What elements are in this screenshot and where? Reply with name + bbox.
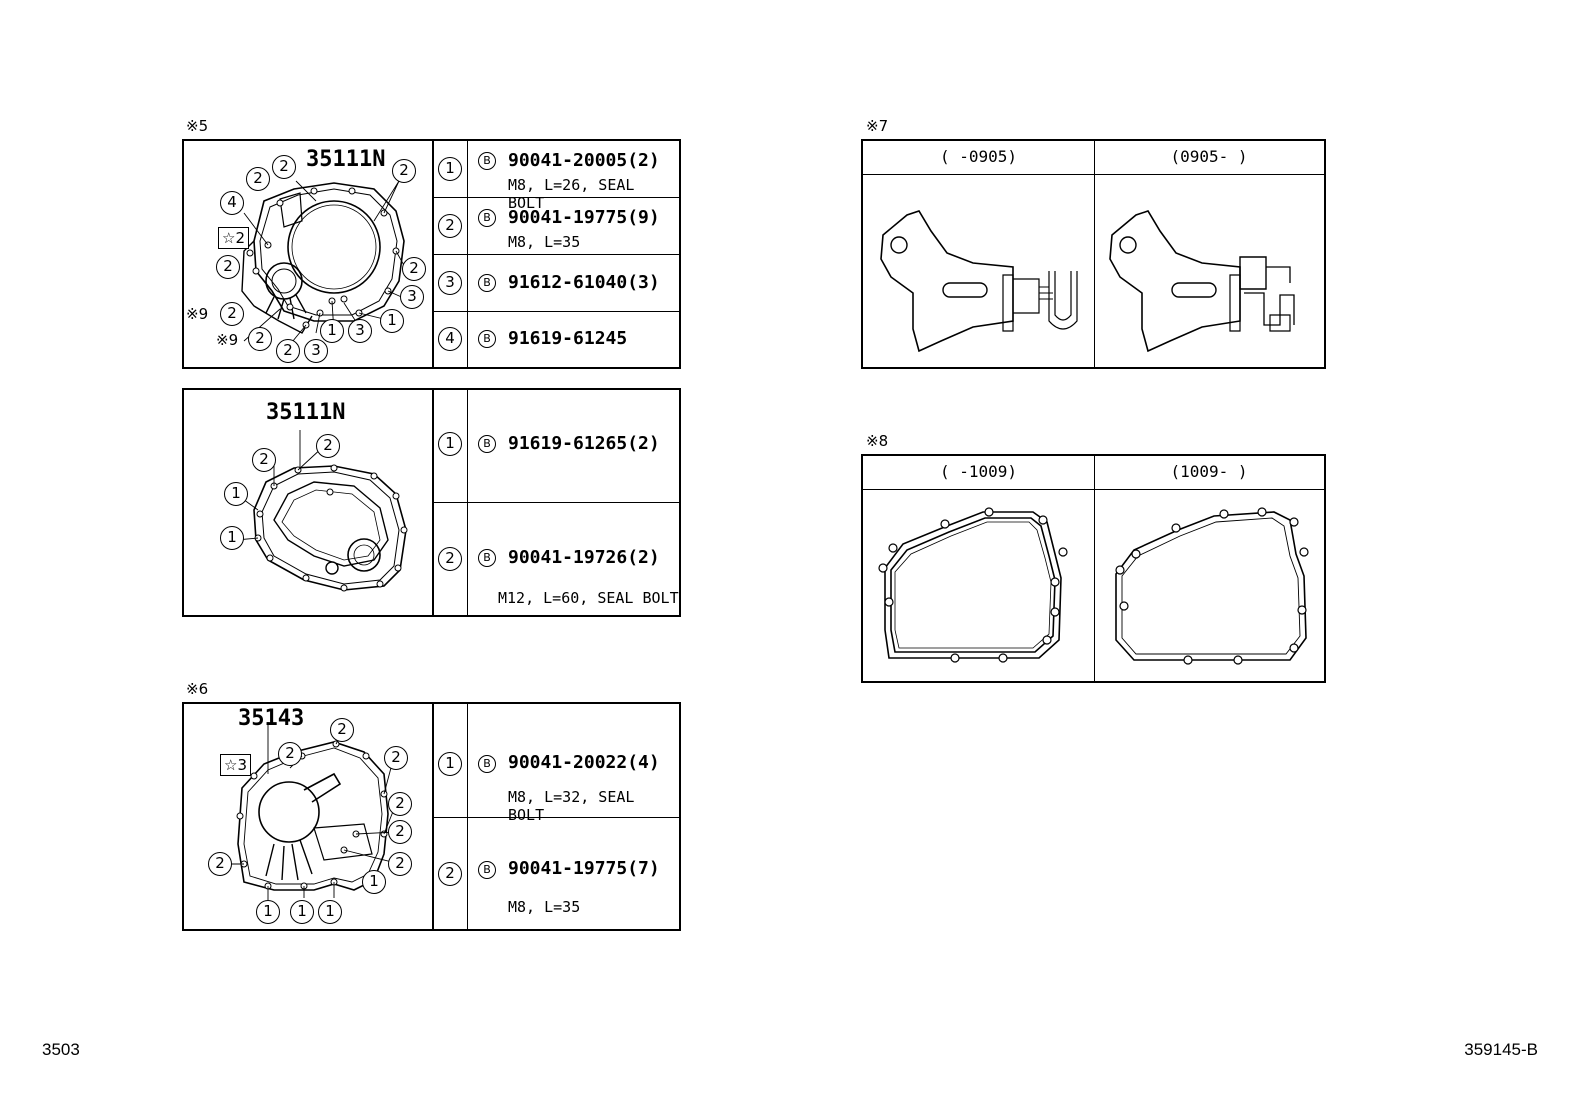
callout-2: 2 [276, 339, 300, 363]
table-row: 1 B 90041-20005(2) M8, L=26, SEAL BOLT [434, 141, 679, 212]
section5b-part-label: 35111N [266, 400, 346, 425]
item-number: 3 [438, 271, 462, 295]
callout-2: 2 [330, 718, 354, 742]
table-row: 3 B 91612-61040(3) [434, 255, 679, 312]
cover-drawing [226, 722, 397, 900]
callout-1: 1 [320, 319, 344, 343]
b-mark: B [478, 152, 496, 170]
callout-2: 2 [392, 159, 416, 183]
callout-2: 2 [388, 852, 412, 876]
section5-part-label: 35111N [306, 147, 386, 172]
item-number: 1 [438, 432, 462, 456]
callout-1: 1 [318, 900, 342, 924]
part-number: 90041-19726(2) [508, 547, 660, 568]
section5-mark: ※5 [186, 117, 209, 135]
callout-1: 1 [362, 870, 386, 894]
section6-part-label: 35143 [238, 706, 305, 731]
callout-2: 2 [272, 155, 296, 179]
table-row: 4 B 91619-61245 [434, 312, 679, 367]
section8-header-early: ( -1009) [863, 456, 1094, 490]
callout-3: 3 [348, 319, 372, 343]
section7-header-late: (0905- ) [1094, 141, 1324, 175]
item-number: 2 [438, 547, 462, 571]
callout-1: 1 [380, 309, 404, 333]
callout-2: 2 [278, 742, 302, 766]
section5-panel: 35111N 2 2 2 4 ☆2 2 2 3 ※9 2 1 3 1 ※9 2 … [182, 139, 681, 369]
callout-2: 2 [208, 852, 232, 876]
section8-mark: ※8 [866, 432, 889, 450]
item-number: 2 [438, 862, 462, 886]
callout-2: 2 [246, 167, 270, 191]
table-row: 1 B 90041-20022(4) M8, L=32, SEAL BOLT [434, 704, 679, 824]
item-number: 1 [438, 157, 462, 181]
item-number: 4 [438, 327, 462, 351]
callout-1: 1 [224, 482, 248, 506]
callout-3: 3 [400, 285, 424, 309]
callout-2: 2 [388, 792, 412, 816]
b-mark: B [478, 755, 496, 773]
section7-header-early: ( -0905) [863, 141, 1094, 175]
section7-mark: ※7 [866, 117, 889, 135]
callout-2: 2 [388, 820, 412, 844]
part-number: 90041-20022(4) [508, 752, 660, 773]
table-row: 2 B 90041-19726(2) M12, L=60, SEAL BOLT [434, 503, 679, 615]
callout-1: 1 [290, 900, 314, 924]
star-ref-label: ☆2 [218, 227, 249, 249]
section5b-parts-table: 1 B 91619-61265(2) 2 B 90041-19726(2) M1… [432, 390, 679, 615]
section6-parts-table: 1 B 90041-20022(4) M8, L=32, SEAL BOLT 2… [432, 704, 679, 929]
section6-panel: 35143 ☆3 2 2 2 2 2 2 1 2 1 1 1 1 B 90041… [182, 702, 681, 931]
page-code-left: 3503 [42, 1040, 80, 1059]
section8-header-late: (1009- ) [1094, 456, 1324, 490]
callout-2: 2 [220, 302, 244, 326]
housing-gasket-drawing [235, 430, 408, 592]
oil-pan-gasket-late-drawing [1115, 507, 1309, 665]
b-mark: B [478, 549, 496, 567]
part-spec: M12, L=60, SEAL BOLT [498, 589, 679, 607]
callout-2: 2 [216, 255, 240, 279]
part-number: 91619-61265(2) [508, 433, 660, 454]
part-number: 90041-19775(9) [508, 207, 660, 228]
star-ref-label: ☆3 [220, 754, 251, 776]
bracket-early-drawing [880, 210, 1078, 353]
part-number: 91612-61040(3) [508, 272, 660, 293]
transaxle-case-drawing [241, 180, 407, 348]
b-mark: B [478, 209, 496, 227]
b-mark: B [478, 435, 496, 453]
b-mark: B [478, 274, 496, 292]
section6-mark: ※6 [186, 680, 209, 698]
table-row: 1 B 91619-61265(2) [434, 390, 679, 503]
part-number: 90041-19775(7) [508, 858, 660, 879]
callout-1: 1 [220, 526, 244, 550]
ref-9-label: ※9 [186, 305, 209, 323]
part-spec: M8, L=26, SEAL BOLT [508, 176, 635, 212]
callout-2: 2 [402, 257, 426, 281]
bracket-late-drawing [1109, 210, 1295, 353]
section7-panel: ( -0905) (0905- ) [861, 139, 1326, 369]
part-spec: M8, L=35 [508, 898, 581, 916]
part-number: 91619-61245 [508, 328, 628, 349]
callout-2: 2 [248, 327, 272, 351]
section5b-panel: 35111N 2 2 1 1 1 B 91619-61265(2) 2 B 90… [182, 388, 681, 617]
callout-4: 4 [220, 191, 244, 215]
part-spec: M8, L=35 [508, 233, 581, 251]
b-mark: B [478, 861, 496, 879]
part-number: 90041-20005(2) [508, 150, 660, 171]
page-code-right: 359145-B [1464, 1040, 1538, 1059]
callout-2: 2 [384, 746, 408, 770]
section8-panel: ( -1009) (1009- ) [861, 454, 1326, 683]
oil-pan-gasket-early-drawing [878, 507, 1068, 663]
b-mark: B [478, 330, 496, 348]
ref-9-label: ※9 [216, 331, 239, 349]
section5-parts-table: 1 B 90041-20005(2) M8, L=26, SEAL BOLT 2… [432, 141, 679, 367]
item-number: 1 [438, 752, 462, 776]
callout-2: 2 [316, 434, 340, 458]
callout-1: 1 [256, 900, 280, 924]
callout-3: 3 [304, 339, 328, 363]
item-number: 2 [438, 214, 462, 238]
table-row: 2 B 90041-19775(7) M8, L=35 [434, 818, 679, 929]
table-row: 2 B 90041-19775(9) M8, L=35 [434, 198, 679, 255]
part-spec: M8, L=32, SEAL BOLT [508, 788, 635, 824]
callout-2: 2 [252, 448, 276, 472]
